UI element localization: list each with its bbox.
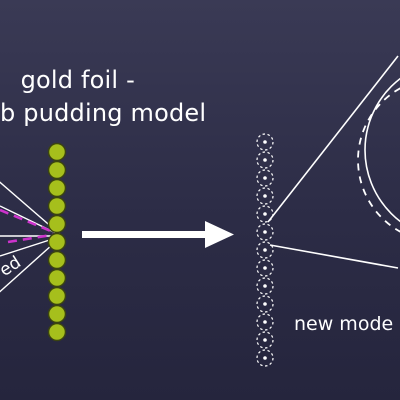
gold-atom [47, 250, 67, 270]
nuclear-atom [256, 151, 274, 169]
slide-title-line-1: gold foil - [20, 66, 135, 94]
new-model-label: new mode [294, 313, 394, 335]
gold-atom [47, 304, 67, 324]
nuclear-atom [256, 313, 274, 331]
gold-atom [47, 322, 67, 342]
gold-atom-column [47, 142, 67, 342]
nuclear-atom [256, 205, 274, 223]
nuclear-atom [256, 331, 274, 349]
nuclear-atom [256, 259, 274, 277]
scatter-ray-upper [267, 55, 399, 223]
right-scatter-lines [267, 55, 399, 269]
scatter-ray-lower [269, 244, 399, 269]
nuclear-atom [256, 241, 274, 259]
deflected-path-upper [0, 208, 59, 236]
deflected-path-lower [7, 232, 59, 244]
nuclear-atom [256, 133, 274, 151]
gold-atom [47, 142, 67, 162]
nuclear-atom [256, 295, 274, 313]
gold-atom [47, 196, 67, 216]
nuclear-atom [256, 277, 274, 295]
magnified-circle-solid [364, 77, 400, 223]
nuclear-atom [256, 223, 274, 241]
nuclear-atom [256, 349, 274, 367]
gold-atom [47, 178, 67, 198]
gold-atom [47, 232, 67, 252]
nuclear-atom [256, 169, 274, 187]
deflected-paths [0, 208, 59, 244]
slide-title-line-2: b pudding model [0, 99, 207, 127]
gold-atom [47, 214, 67, 234]
gold-atom [47, 286, 67, 306]
right-arrow-icon [82, 221, 234, 248]
gold-atom [47, 160, 67, 180]
magnified-region [357, 77, 400, 233]
nuclear-atom [256, 187, 274, 205]
new-model-atom-column [256, 133, 274, 367]
gold-atom [47, 268, 67, 288]
